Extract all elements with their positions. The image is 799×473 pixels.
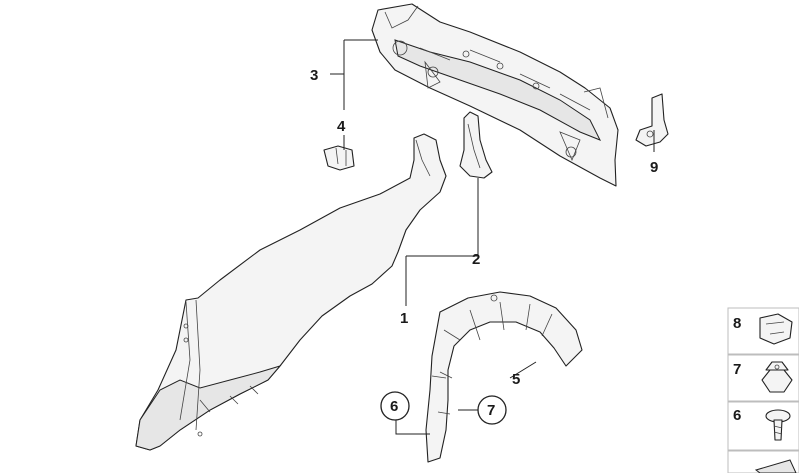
clip-nut-icon bbox=[759, 313, 793, 345]
side-wall-part[interactable] bbox=[135, 133, 447, 451]
side-label-7: 7 bbox=[733, 361, 741, 378]
fastener-panel: 8 7 6 bbox=[727, 307, 799, 473]
wheel-arch-liner-part[interactable] bbox=[425, 291, 583, 463]
callout-6: 6 bbox=[390, 398, 398, 415]
callout-5: 5 bbox=[512, 371, 520, 388]
callout-2: 2 bbox=[472, 251, 480, 268]
callout-9: 9 bbox=[650, 159, 658, 176]
callout-1: 1 bbox=[400, 310, 408, 327]
partial-part-icon bbox=[754, 459, 797, 473]
side-label-6: 6 bbox=[733, 407, 741, 424]
bracket-part[interactable] bbox=[635, 93, 669, 147]
callout-4: 4 bbox=[337, 118, 346, 135]
callout-3: 3 bbox=[310, 67, 318, 84]
gusset-part[interactable] bbox=[459, 111, 493, 179]
side-label-8: 8 bbox=[733, 315, 741, 332]
callout-6-circled: 6 bbox=[380, 391, 410, 421]
rear-panel-part[interactable] bbox=[371, 3, 619, 187]
clip-part[interactable] bbox=[323, 145, 355, 171]
leader-lines bbox=[330, 39, 655, 435]
callout-7: 7 bbox=[487, 402, 495, 419]
callout-7-circled: 7 bbox=[477, 395, 507, 425]
screw-icon bbox=[765, 409, 791, 441]
hex-nut-icon bbox=[761, 361, 793, 393]
panel-cell-3 bbox=[727, 401, 799, 451]
